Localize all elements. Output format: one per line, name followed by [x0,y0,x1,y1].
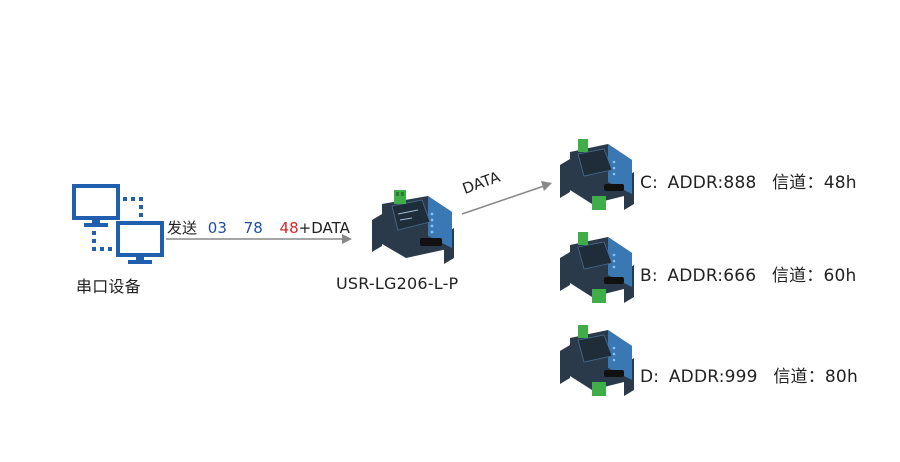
monitor-2-base [128,260,152,264]
send-prefix: 发送 [167,219,198,237]
monitor-2-neck [136,255,144,260]
receiver-d-name: D: [640,367,660,387]
receiver-c-channel: 信道：48h [772,173,857,193]
receiver-b-addr: ADDR:666 [667,266,757,286]
receiver-c-addr: ADDR:888 [667,173,757,193]
receiver-c-name: C: [640,173,658,193]
send-suffix: +DATA [298,219,350,237]
receiver-b-channel: 信道：60h [771,266,857,286]
monitor-1-neck [92,218,100,223]
receiver-c-text: C: ADDR:888 信道：48h [640,168,857,193]
addr-low: 78 [243,219,263,237]
addr-high: 03 [207,219,227,237]
receiver-b-name: B: [640,266,658,286]
receiver-b-text: B: ADDR:666 信道：60h [640,261,857,286]
gateway-label: USR-LG206-L-P [336,274,459,293]
connector-dots [92,197,143,251]
send-arrowhead [342,234,352,244]
serial-device-label: 串口设备 [76,277,141,296]
send-label: 发送 03 78 48+DATA [167,217,350,238]
receiver-d-channel: 信道：80h [773,367,858,387]
monitor-1-base [84,223,108,227]
receiver-d-addr: ADDR:999 [668,367,758,387]
receiver-d-text: D: ADDR:999 信道：80h [640,362,858,387]
channel-value: 48 [279,219,299,237]
broadcast-arrowhead [541,181,552,191]
